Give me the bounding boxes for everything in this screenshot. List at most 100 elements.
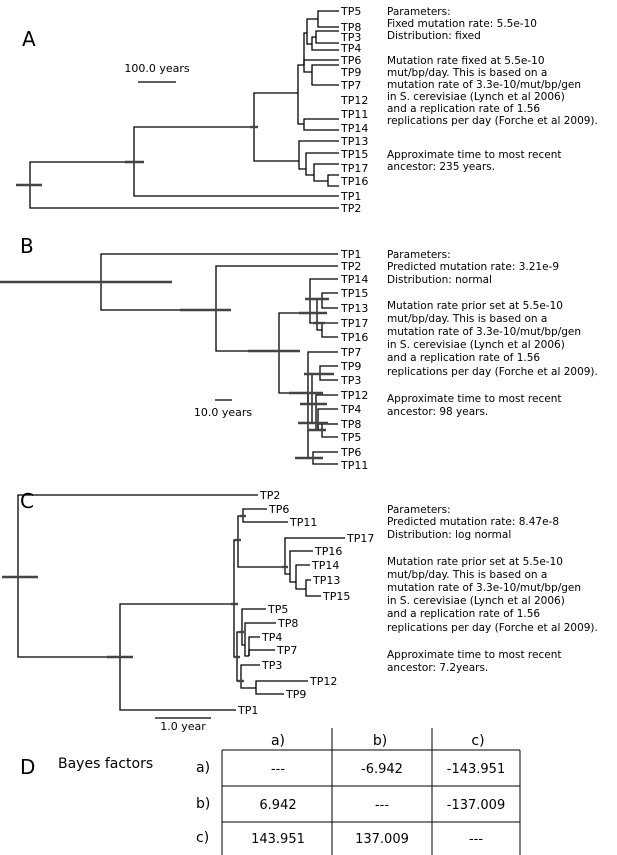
row-header: b) bbox=[196, 796, 210, 812]
note-line: ancestor: 7.2years. bbox=[387, 662, 488, 674]
tip-label: TP4 bbox=[340, 42, 361, 55]
tip-label: TP12 bbox=[340, 94, 368, 107]
tip-label: TP13 bbox=[340, 302, 368, 315]
tip-label: TP16 bbox=[340, 175, 368, 188]
panel-label-a: A bbox=[22, 27, 36, 51]
note-line: Mutation rate prior set at 5.5e-10 bbox=[387, 300, 563, 312]
note-line: Predicted mutation rate: 8.47e-8 bbox=[387, 516, 559, 528]
tip-label: TP7 bbox=[276, 644, 297, 657]
notes-b: Parameters: Predicted mutation rate: 3.2… bbox=[387, 249, 598, 418]
tree-a-branches bbox=[29, 10, 339, 209]
note-line: Parameters: bbox=[387, 6, 451, 18]
tip-label: TP12 bbox=[309, 675, 337, 688]
tip-label: TP12 bbox=[340, 389, 368, 402]
tip-label: TP13 bbox=[312, 574, 340, 587]
note-line: Mutation rate fixed at 5.5e-10 bbox=[387, 55, 545, 67]
tip-label: TP2 bbox=[340, 202, 361, 215]
note-line: and a replication rate of 1.56 bbox=[387, 103, 540, 115]
note-line: replications per day (Forche et al 2009)… bbox=[387, 115, 598, 127]
scale-label-a: 100.0 years bbox=[124, 62, 190, 75]
tip-label: TP9 bbox=[340, 360, 361, 373]
table-cell: 137.009 bbox=[355, 832, 409, 847]
tip-label: TP17 bbox=[346, 532, 374, 545]
note-line: Distribution: log normal bbox=[387, 529, 511, 541]
tip-labels-b: TP1 TP2 TP14 TP15 TP13 TP17 TP16 TP7 TP9… bbox=[340, 248, 368, 472]
tip-label: TP17 bbox=[340, 162, 368, 175]
table-cell: -143.951 bbox=[447, 762, 505, 777]
note-line: replications per day (Forche et al 2009)… bbox=[387, 366, 598, 378]
note-line: and a replication rate of 1.56 bbox=[387, 608, 540, 620]
scale-label-c: 1.0 year bbox=[160, 720, 206, 733]
panel-d: D Bayes factors a) b) c) a) b) c) --- -6… bbox=[20, 728, 521, 855]
tip-label: TP6 bbox=[340, 54, 361, 67]
note-line: in S. cerevisiae (Lynch et al 2006) bbox=[387, 595, 565, 607]
note-line: mut/bp/day. This is based on a bbox=[387, 313, 547, 325]
tip-label: TP9 bbox=[285, 688, 306, 701]
note-line: mutation rate of 3.3e-10/mut/bp/gen bbox=[387, 326, 581, 338]
tip-label: TP13 bbox=[340, 135, 368, 148]
tip-label: TP8 bbox=[277, 617, 298, 630]
tip-label: TP4 bbox=[261, 631, 282, 644]
tip-label: TP5 bbox=[340, 5, 361, 18]
col-header: a) bbox=[271, 733, 285, 749]
note-line: mutation rate of 3.3e-10/mut/bp/gen bbox=[387, 79, 581, 91]
tree-b-branches bbox=[100, 253, 338, 465]
note-line: in S. cerevisiae (Lynch et al 2006) bbox=[387, 91, 565, 103]
tip-label: TP5 bbox=[267, 603, 288, 616]
row-header: a) bbox=[196, 760, 210, 776]
note-line: Parameters: bbox=[387, 249, 451, 261]
scale-bar-a: 100.0 years bbox=[124, 62, 190, 83]
row-header: c) bbox=[196, 830, 209, 846]
tip-label: TP9 bbox=[340, 66, 361, 79]
table-cell: 6.942 bbox=[259, 798, 296, 813]
tip-label: TP11 bbox=[340, 108, 368, 121]
note-line: Distribution: fixed bbox=[387, 30, 481, 42]
panel-label-c: C bbox=[20, 489, 34, 513]
table-cell: 143.951 bbox=[251, 832, 305, 847]
tip-label: TP1 bbox=[237, 704, 258, 717]
tip-label: TP15 bbox=[322, 590, 350, 603]
tip-label: TP17 bbox=[340, 317, 368, 330]
note-line: Fixed mutation rate: 5.5e-10 bbox=[387, 18, 537, 30]
tree-a-ci-bars bbox=[16, 125, 258, 187]
tip-label: TP15 bbox=[340, 148, 368, 161]
bayes-cells: --- -6.942 -143.951 6.942 --- -137.009 1… bbox=[251, 762, 505, 847]
panel-b: B bbox=[0, 234, 598, 472]
scale-label-b: 10.0 years bbox=[194, 406, 253, 419]
note-line: Parameters: bbox=[387, 504, 451, 516]
notes-a: Parameters: Fixed mutation rate: 5.5e-10… bbox=[387, 6, 598, 173]
tip-label: TP11 bbox=[289, 516, 317, 529]
panel-label-b: B bbox=[20, 234, 34, 258]
tip-label: TP7 bbox=[340, 346, 361, 359]
note-line: Approximate time to most recent bbox=[387, 393, 561, 405]
note-line: Predicted mutation rate: 3.21e-9 bbox=[387, 261, 559, 273]
tip-label: TP16 bbox=[314, 545, 342, 558]
tree-c-ci-bars bbox=[2, 514, 288, 683]
note-line: ancestor: 235 years. bbox=[387, 161, 495, 173]
note-line: mutation rate of 3.3e-10/mut/bp/gen bbox=[387, 582, 581, 594]
panel-a: A bbox=[16, 5, 598, 215]
tip-label: TP5 bbox=[340, 431, 361, 444]
tip-label: TP3 bbox=[340, 374, 361, 387]
panel-label-d: D bbox=[20, 755, 35, 779]
tip-label: TP7 bbox=[340, 79, 361, 92]
note-line: mut/bp/day. This is based on a bbox=[387, 569, 547, 581]
tip-label: TP14 bbox=[340, 273, 368, 286]
tip-label: TP8 bbox=[340, 21, 361, 34]
tip-label: TP2 bbox=[259, 489, 280, 502]
tip-label: TP15 bbox=[340, 287, 368, 300]
note-line: ancestor: 98 years. bbox=[387, 406, 488, 418]
table-cell: -137.009 bbox=[447, 798, 505, 813]
bayes-col-headers: a) b) c) bbox=[271, 733, 485, 749]
tip-label: TP1 bbox=[340, 190, 361, 203]
scale-bar-c: 1.0 year bbox=[155, 717, 211, 733]
tip-label: TP3 bbox=[261, 659, 282, 672]
scale-bar-b: 10.0 years bbox=[194, 399, 253, 419]
tip-label: TP6 bbox=[340, 446, 361, 459]
col-header: b) bbox=[373, 733, 387, 749]
tip-label: TP3 bbox=[340, 31, 361, 44]
table-cell: -6.942 bbox=[361, 762, 403, 777]
tip-label: TP14 bbox=[340, 122, 368, 135]
note-line: and a replication rate of 1.56 bbox=[387, 352, 540, 364]
